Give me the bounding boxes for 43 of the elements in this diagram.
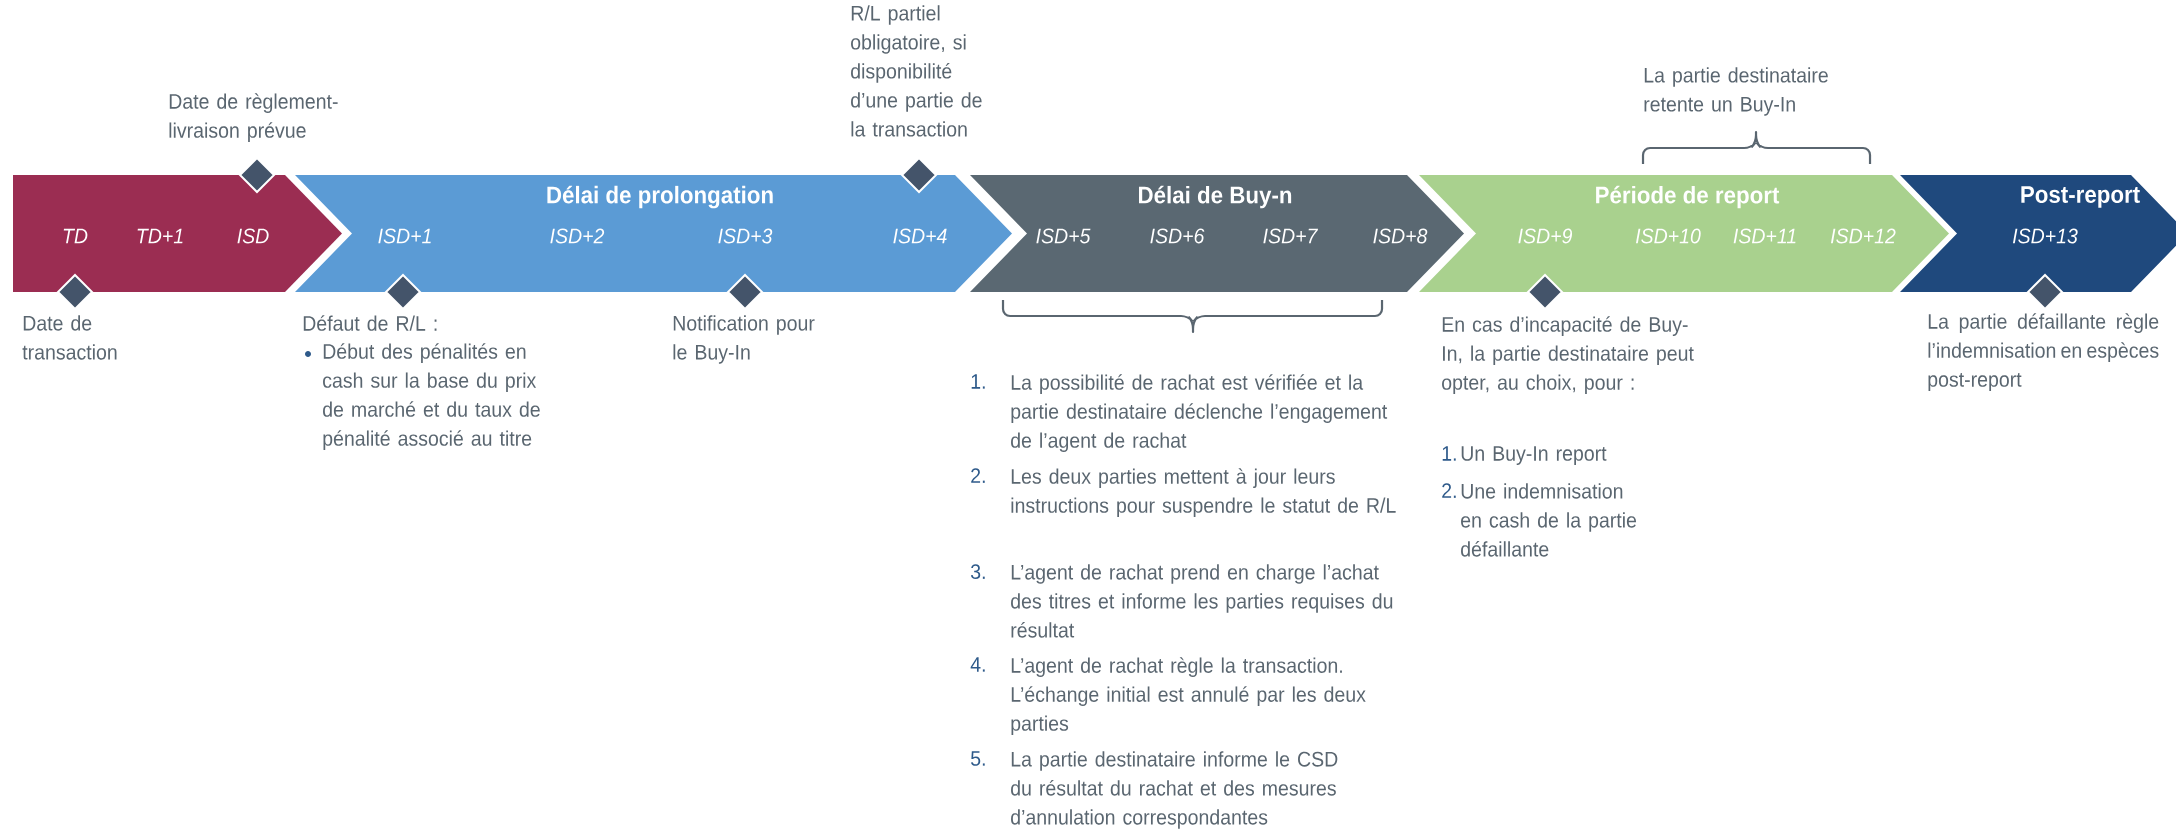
annotation-text: Défaut de R/L :	[303, 315, 437, 331]
annotation-text: La partie destinataire informe le CSD du résultat du rachat et des mesures d’annulation correspondantes	[1011, 751, 1338, 829]
list-number: 5.	[971, 751, 985, 766]
annotation-text: La partie destinataire retente un Buy-In	[1644, 67, 1828, 116]
annotation-text: Date de transaction	[22, 315, 117, 360]
day-label: ISD+3	[718, 228, 773, 244]
day-label: ISD	[237, 228, 269, 244]
day-label: ISD+2	[550, 228, 605, 244]
list-number: 2.	[1442, 483, 1456, 498]
annotation-text: Un Buy-In report	[1461, 446, 1607, 465]
annotation-text: L’agent de rachat règle la transaction. L’échange initial est annulé par les deux parties	[1011, 657, 1366, 736]
annotation-text: Début des pénalités en cash sur la base du prix de marché et du taux de pénalité associé au titre	[323, 343, 540, 451]
annotation-text: R/L partiel obligatoire, si disponibilité d’une partie de la transaction	[851, 5, 982, 137]
day-label: ISD+7	[1263, 228, 1319, 244]
list-number: 3.	[970, 564, 985, 580]
day-label: ISD+10	[1635, 228, 1701, 244]
list-number: 4.	[970, 657, 985, 672]
annotation-text: Une indemnisation en cash de la partie défaillante	[1461, 483, 1637, 557]
list-number: 1.	[1442, 446, 1456, 461]
day-label: ISD+11	[1733, 228, 1796, 244]
annotation-text: Notification pour le Buy-In	[673, 315, 815, 364]
day-label: ISD+1	[378, 228, 431, 244]
annotation-text: La partie défaillante règle l’indemnisation en espèces post-report	[1928, 313, 2159, 392]
day-label: TD+1	[137, 228, 183, 244]
day-label: ISD+4	[893, 228, 947, 244]
day-label: ISD+6	[1150, 228, 1205, 244]
band-title: Période de report	[1596, 185, 1780, 209]
annotation-text: La possibilité de rachat est vérifiée et la partie destinataire déclenche l’engagement de l’agent de rachat	[1011, 374, 1388, 453]
list-number: 2.	[971, 468, 985, 483]
annotation-text: En cas d’incapacité de Buy-In, la partie destinataire peut opter, au choix, pour :	[1442, 316, 1694, 395]
day-label: ISD+12	[1830, 228, 1896, 244]
annotation-text: L’agent de rachat prend en charge l’achat des titres et informe les parties requises du résultat	[1011, 564, 1393, 638]
band-title: Post-report	[2021, 186, 2140, 208]
day-label: TD	[63, 228, 88, 244]
annotation-text: Date de règlement-livraison prévue	[169, 93, 338, 143]
annotation-text: Les deux parties mettent à jour leurs instructions pour suspendre le statut de R/L	[1011, 468, 1396, 518]
band-title: Délai de Buy-n	[1139, 185, 1292, 209]
day-label: ISD+13	[2012, 228, 2078, 244]
band-title: Délai de prolongation	[547, 185, 773, 209]
list-number: 1.	[971, 374, 985, 389]
day-label: ISD+9	[1518, 228, 1573, 244]
day-label: ISD+8	[1373, 228, 1428, 244]
day-label: ISD+5	[1036, 228, 1091, 244]
